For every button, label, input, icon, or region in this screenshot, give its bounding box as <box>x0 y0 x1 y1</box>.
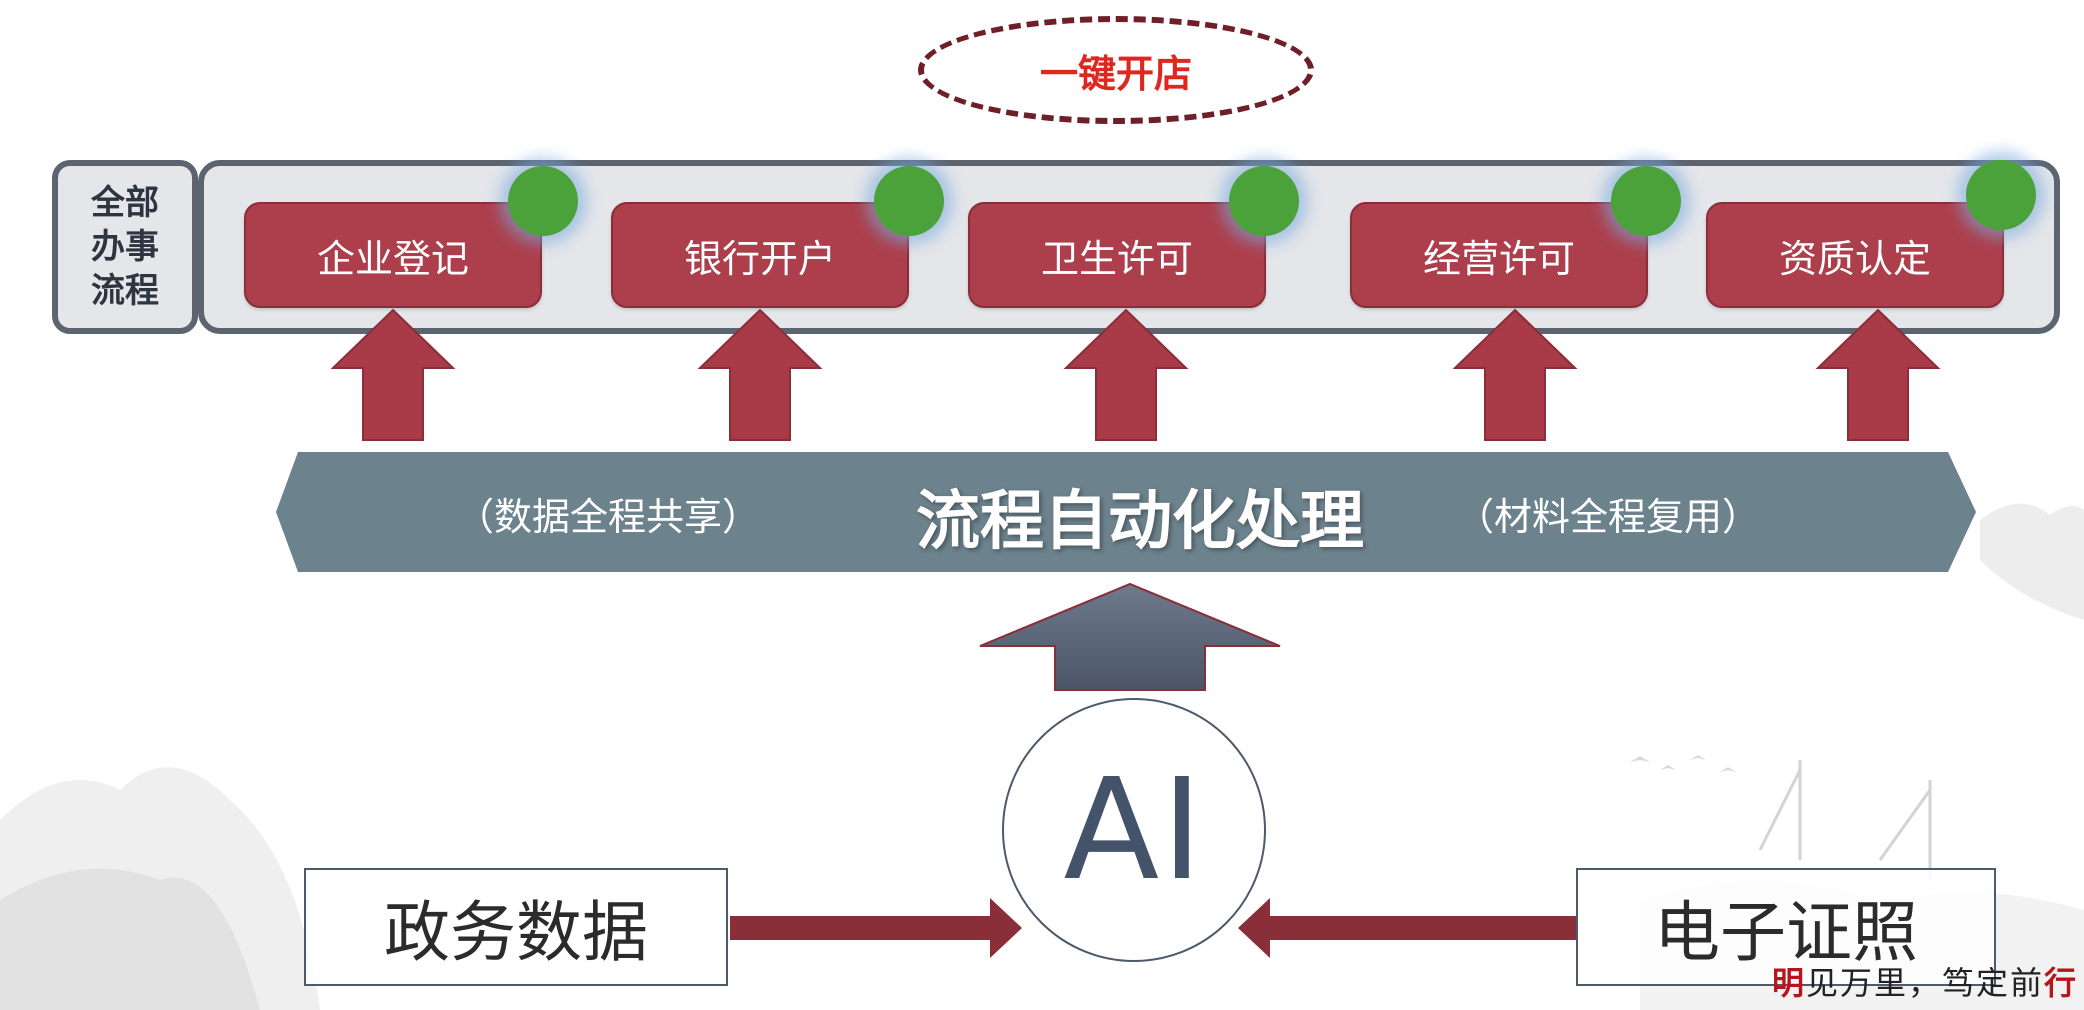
government-data-box: 政务数据 <box>304 868 728 986</box>
step-label: 企业登记 <box>316 236 469 281</box>
up-arrow-icon <box>697 308 823 441</box>
step-business-permit: 经营许可 <box>1350 202 1648 308</box>
status-dot <box>1611 166 1681 236</box>
step-label: 资质认定 <box>1778 236 1931 281</box>
e-certificate-label: 电子证照 <box>1654 894 1918 971</box>
step-label: 经营许可 <box>1422 236 1575 281</box>
government-data-label: 政务数据 <box>384 894 648 971</box>
one-click-open-store-label: 一键开店 <box>1039 51 1192 96</box>
up-arrow-icon <box>1063 308 1189 441</box>
step-label: 卫生许可 <box>1040 236 1193 281</box>
process-automation-banner <box>276 452 1976 572</box>
slogan-first-char: 明 <box>1771 964 1806 1002</box>
all-process-label: 全部办事流程 <box>91 183 159 311</box>
process-automation-title: 流程自动化处理 <box>916 485 1364 559</box>
status-dot <box>508 166 578 236</box>
one-click-open-store-oval: 一键开店 <box>918 16 1314 124</box>
e-certificate-box: 电子证照 <box>1576 868 1996 986</box>
step-bank-account: 银行开户 <box>611 202 909 308</box>
left-arrow-icon <box>1238 898 1576 958</box>
ai-label: AI <box>1063 748 1205 912</box>
right-arrow-icon <box>730 898 1022 958</box>
step-health-permit: 卫生许可 <box>968 202 1266 308</box>
slogan-middle: 见万里，笃定前 <box>1805 964 2044 1002</box>
step-enterprise-registration: 企业登记 <box>244 202 542 308</box>
status-dot <box>1966 160 2036 230</box>
slogan-last-char: 行 <box>2043 964 2078 1002</box>
step-label: 银行开户 <box>683 236 836 281</box>
status-dot <box>1229 166 1299 236</box>
data-sharing-note: （数据全程共享） <box>456 495 761 539</box>
ai-up-arrow-icon <box>979 582 1281 691</box>
all-process-label-box: 全部办事流程 <box>52 160 198 334</box>
status-dot <box>874 166 944 236</box>
up-arrow-icon <box>1452 308 1578 441</box>
material-reuse-note: （材料全程复用） <box>1456 495 1761 539</box>
up-arrow-icon <box>330 308 456 441</box>
slogan: 明见万里，笃定前行 <box>1772 958 2078 1004</box>
ai-engine-circle: AI <box>1002 698 1266 962</box>
step-qualification: 资质认定 <box>1706 202 2004 308</box>
up-arrow-icon <box>1815 308 1941 441</box>
